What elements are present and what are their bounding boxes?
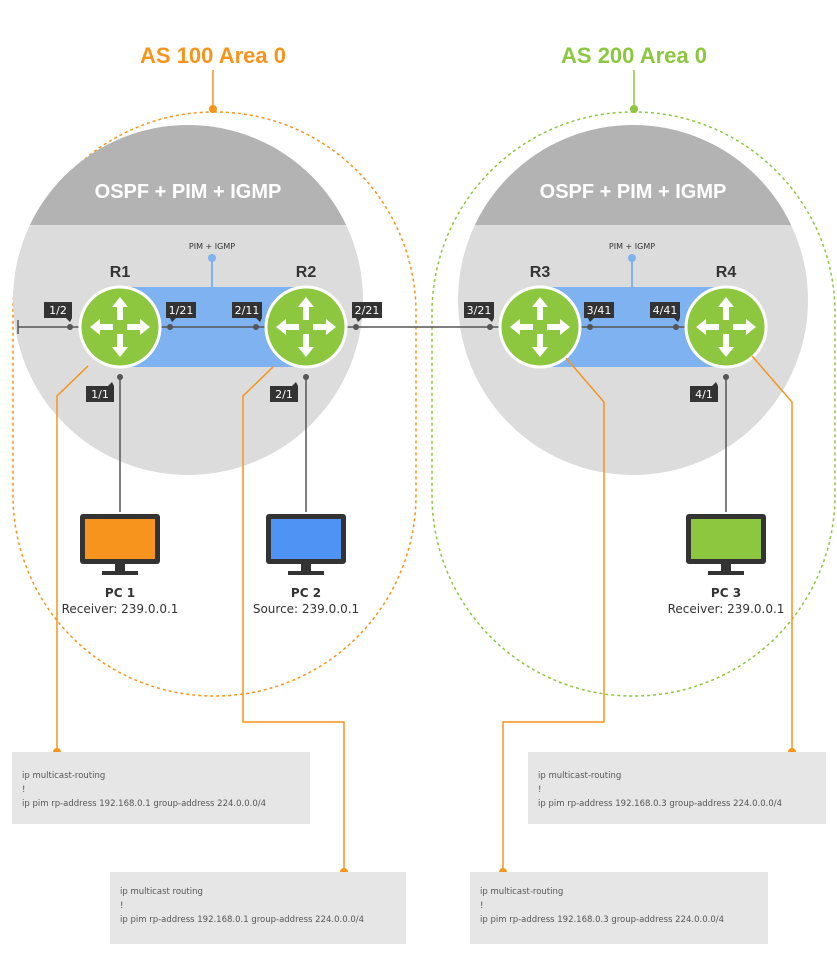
router-r3-icon <box>498 285 582 369</box>
config-line: ip multicast-routing <box>22 771 106 781</box>
config-box-r3: ip multicast-routing ! ip pim rp-address… <box>470 872 768 944</box>
pc1-monitor-icon <box>80 514 160 575</box>
router-r1-label: R1 <box>110 264 131 281</box>
router-r4-label: R4 <box>716 264 737 281</box>
as100-title: AS 100 Area 0 <box>140 43 286 68</box>
pc2-role: Source: 239.0.0.1 <box>253 602 359 616</box>
port-tag: 2/1 <box>270 382 298 402</box>
port-tag: 2/11 <box>232 302 262 322</box>
pc2-name: PC 2 <box>291 586 321 600</box>
pc3-monitor-icon <box>686 514 766 575</box>
config-line: ip pim rp-address 192.168.0.3 group-addr… <box>538 799 782 809</box>
callout-r4 <box>751 355 793 752</box>
cloud-right-label: OSPF + PIM + IGMP <box>540 181 727 203</box>
port-tag: 3/41 <box>584 302 614 322</box>
router-r1-icon <box>78 285 162 369</box>
svg-text:1/21: 1/21 <box>169 304 194 317</box>
config-line: ! <box>480 901 484 911</box>
pc1-role: Receiver: 239.0.0.1 <box>62 602 179 616</box>
router-r3-label: R3 <box>530 264 551 281</box>
svg-text:1/2: 1/2 <box>49 304 67 317</box>
callout-r3 <box>502 357 605 872</box>
config-line: ! <box>22 785 26 795</box>
config-line: ! <box>120 901 124 911</box>
port-tag: 3/21 <box>464 302 494 322</box>
config-line: ip pim rp-address 192.168.0.1 group-addr… <box>120 915 364 925</box>
pc2-monitor-icon <box>266 514 346 575</box>
svg-text:1/1: 1/1 <box>91 388 109 401</box>
cloud-left-label: OSPF + PIM + IGMP <box>95 181 282 203</box>
pim-igmp-label-right: PIM + IGMP <box>609 242 655 251</box>
svg-text:4/41: 4/41 <box>653 304 678 317</box>
pim-igmp-label-left: PIM + IGMP <box>189 242 235 251</box>
svg-text:2/21: 2/21 <box>355 304 380 317</box>
router-r2-icon <box>264 285 348 369</box>
svg-text:3/41: 3/41 <box>587 304 612 317</box>
as200-title: AS 200 Area 0 <box>561 43 707 68</box>
port-tag: 4/1 <box>690 382 718 402</box>
port-tag: 1/21 <box>166 302 196 322</box>
callout-r2 <box>242 365 345 872</box>
config-box-r1: ip multicast-routing ! ip pim rp-address… <box>12 752 310 824</box>
svg-text:4/1: 4/1 <box>695 388 713 401</box>
svg-text:2/11: 2/11 <box>235 304 260 317</box>
pc3-name: PC 3 <box>711 586 741 600</box>
pc1-name: PC 1 <box>105 586 135 600</box>
config-line: ip multicast routing <box>120 887 203 897</box>
svg-text:3/21: 3/21 <box>467 304 492 317</box>
router-r2-label: R2 <box>296 264 317 281</box>
port-tag: 4/41 <box>650 302 680 322</box>
svg-text:2/1: 2/1 <box>275 388 293 401</box>
port-tag: 1/1 <box>86 382 114 402</box>
config-line: ip multicast-routing <box>480 887 564 897</box>
config-line: ip pim rp-address 192.168.0.3 group-addr… <box>480 915 724 925</box>
pc3-role: Receiver: 239.0.0.1 <box>668 602 785 616</box>
router-r4-icon <box>684 285 768 369</box>
config-box-r4: ip multicast-routing ! ip pim rp-address… <box>528 752 826 824</box>
config-line: ip multicast-routing <box>538 771 622 781</box>
config-box-r2: ip multicast routing ! ip pim rp-address… <box>110 872 406 944</box>
config-line: ! <box>538 785 542 795</box>
port-tag: 1/2 <box>44 302 72 322</box>
callout-r1 <box>56 365 89 752</box>
config-line: ip pim rp-address 192.168.0.1 group-addr… <box>22 799 266 809</box>
port-tag: 2/21 <box>352 302 382 322</box>
